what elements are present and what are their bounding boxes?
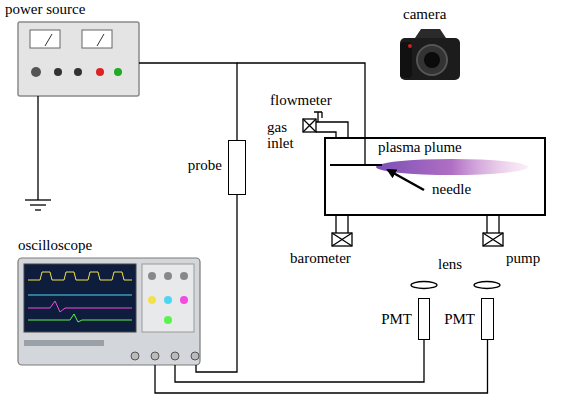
- part-label: pump: [506, 250, 540, 267]
- scope-knob: [180, 296, 188, 304]
- part-label: camera: [403, 6, 446, 23]
- pump-pipe: [487, 215, 499, 233]
- meter-needle: [97, 34, 104, 46]
- scope-trace: [28, 295, 132, 296]
- valve-cross: [303, 119, 316, 132]
- scope-trace: [28, 314, 132, 322]
- signal-wire: [196, 195, 237, 372]
- inlet-pipe: [316, 122, 348, 138]
- scope-knob: [164, 272, 172, 280]
- scope-knob: [164, 316, 172, 324]
- scope-knob: [148, 272, 156, 280]
- pump-valve: [483, 233, 503, 246]
- camera-lens: [417, 45, 447, 75]
- camera-lens-glass: [424, 52, 440, 68]
- needle-electrode: [330, 164, 382, 166]
- node-label: PMT: [444, 311, 475, 328]
- scope-screen: [24, 264, 136, 332]
- ground-wire: [37, 96, 38, 200]
- panel-button: [114, 68, 122, 76]
- barometer-pipe: [336, 215, 348, 233]
- scope-channel: [191, 352, 199, 360]
- scope-knob: [180, 272, 188, 280]
- chamber-ports: [332, 215, 503, 246]
- gas-inlet-pipe: [303, 112, 348, 138]
- power-source-panel: [18, 22, 139, 96]
- panel-knob: [31, 67, 41, 77]
- scope-body: [18, 258, 200, 365]
- camera-body: [400, 38, 460, 80]
- lens-ellipse: [474, 282, 500, 289]
- part-label: flowmeter: [270, 92, 332, 109]
- scope-trace: [28, 272, 132, 280]
- node-label: probe: [188, 157, 222, 174]
- panel-button: [96, 68, 104, 76]
- camera-icon: [400, 29, 460, 80]
- ground-bar: [30, 204, 46, 205]
- part-label: needle: [432, 181, 471, 198]
- scope-trace: [28, 301, 132, 312]
- scope-knob: [164, 296, 172, 304]
- part-label: lens: [438, 256, 462, 273]
- scope-knob: [148, 296, 156, 304]
- meter-needle: [45, 34, 52, 46]
- part-label: plasma plume: [378, 139, 462, 156]
- vacuum-chamber: [325, 138, 545, 215]
- valve-cross: [332, 233, 352, 246]
- needle-pointer: [388, 170, 424, 190]
- panel-body: [18, 22, 139, 96]
- scope-channel: [151, 352, 159, 360]
- valve-cross: [483, 233, 503, 246]
- inlet-valve: [303, 119, 316, 132]
- node-label: oscilloscope: [18, 237, 92, 254]
- pmt-box: PMT: [418, 298, 430, 340]
- lens-ellipse: [411, 282, 437, 289]
- signal-wire: [139, 63, 237, 140]
- hv-wire: [237, 63, 365, 165]
- panel-meter: [82, 30, 112, 48]
- power-source: power source: [18, 22, 139, 96]
- scope-buttons: [24, 340, 104, 346]
- signal-wire: [155, 340, 488, 393]
- ground-bar: [25, 199, 51, 200]
- panel-meter: [30, 30, 60, 48]
- part-label: barometer: [290, 250, 351, 267]
- ground-symbol: [25, 96, 51, 210]
- part-label: gas inlet: [267, 119, 301, 151]
- camera-dot: [408, 44, 412, 48]
- panel-knob: [54, 68, 62, 76]
- barometer-valve: [332, 233, 352, 246]
- scope-channel: [131, 352, 139, 360]
- camera-prism: [415, 29, 446, 38]
- plasma-plume: [376, 159, 528, 175]
- node-label: PMT: [381, 311, 412, 328]
- signal-wire: [175, 340, 424, 382]
- probe-box: probe: [228, 140, 246, 195]
- flowmeter-symbol: [314, 112, 322, 122]
- pmt-box: PMT: [481, 298, 494, 340]
- oscilloscope: oscilloscope: [18, 258, 200, 365]
- node-label: power source: [5, 1, 85, 18]
- scope-controls: [142, 264, 194, 332]
- scope-channel: [171, 352, 179, 360]
- oscilloscope-illustration: [18, 258, 200, 365]
- panel-knob: [74, 68, 82, 76]
- camera-grip: [400, 42, 412, 78]
- ground-bar: [35, 209, 41, 210]
